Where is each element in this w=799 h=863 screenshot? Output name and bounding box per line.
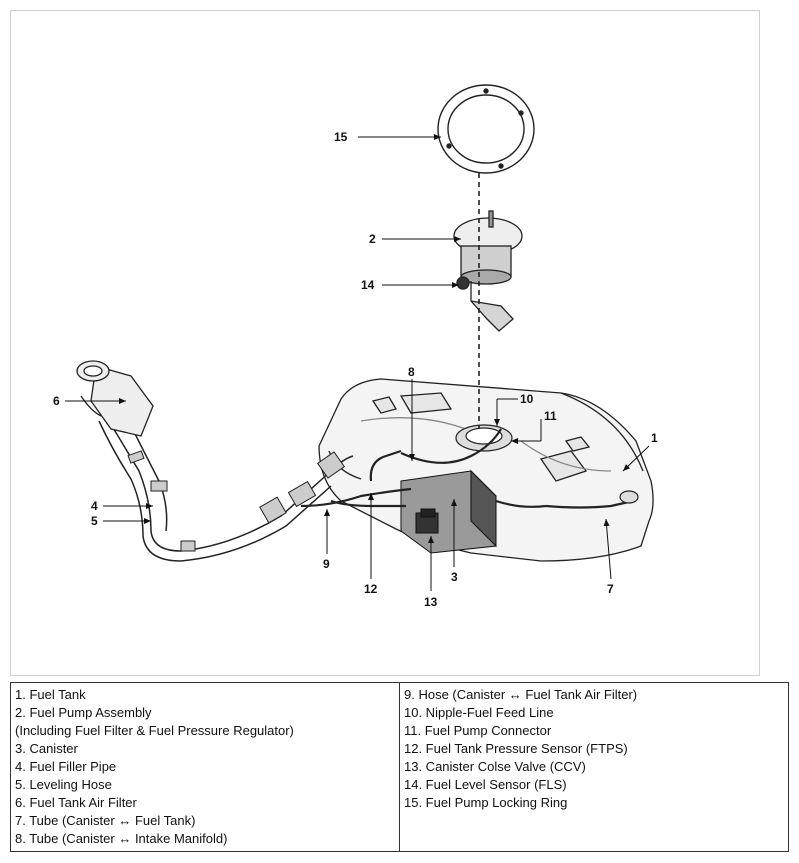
parts-legend: 1. Fuel Tank 2. Fuel Pump Assembly (Incl… [10,682,789,852]
diagram-svg: 1 2 3 4 5 6 7 8 9 10 11 12 13 14 15 [53,84,658,609]
callout-11: 11 [544,409,557,423]
legend-item: (Including Fuel Filter & Fuel Pressure R… [15,723,294,738]
legend-column-right: 9. Hose (Canister ↔ Fuel Tank Air Filter… [399,683,788,851]
legend-item: 12. Fuel Tank Pressure Sensor (FTPS) [404,741,628,756]
fuel-pump-locking-ring [437,84,535,174]
callout-13: 13 [424,595,438,609]
callout-14: 14 [361,278,375,292]
canister [400,469,497,554]
legend-item: 3. Canister [15,741,78,756]
legend-item: 11. Fuel Pump Connector [404,723,552,738]
callout-10: 10 [520,392,534,406]
legend-item: 4. Fuel Filler Pipe [15,759,117,774]
callout-1: 1 [651,431,658,445]
legend-item: 15. Fuel Pump Locking Ring [404,795,568,810]
callout-4: 4 [91,499,98,513]
callout-15: 15 [334,130,348,144]
tank-nipple [619,490,639,504]
legend-item: 13. Canister Colse Valve (CCV) [404,759,586,774]
callout-8: 8 [408,365,415,379]
legend-item: 8. Tube (Canister ↔ Intake Manifold) [15,831,228,846]
callout-6: 6 [53,394,60,408]
tubes [300,428,634,509]
legend-item: 6. Fuel Tank Air Filter [15,795,137,810]
legend-item: 14. Fuel Level Sensor (FLS) [404,777,567,792]
callout-7: 7 [607,582,614,596]
legend-item: 7. Tube (Canister ↔ Fuel Tank) [15,813,196,828]
legend-item: 1. Fuel Tank [15,687,86,702]
fuel-tank-air-filter [76,360,154,437]
filler-clamps [127,450,346,552]
legend-item: 10. Nipple-Fuel Feed Line [404,705,554,720]
legend-item: 9. Hose (Canister ↔ Fuel Tank Air Filter… [404,687,638,702]
callout-labels: 1 2 3 4 5 6 7 8 9 10 11 12 13 14 15 [53,130,658,609]
legend-column-left: 1. Fuel Tank 2. Fuel Pump Assembly (Incl… [11,683,399,851]
callout-3: 3 [451,570,458,584]
callout-9: 9 [323,557,330,571]
fuel-pump-assembly [453,210,523,332]
legend-item: 2. Fuel Pump Assembly [15,705,152,720]
leader-lines [65,134,650,591]
callout-2: 2 [369,232,376,246]
legend-item: 5. Leveling Hose [15,777,112,792]
diagram-figure: 1 2 3 4 5 6 7 8 9 10 11 12 13 14 15 [10,10,760,676]
callout-5: 5 [91,514,98,528]
callout-12: 12 [364,582,378,596]
